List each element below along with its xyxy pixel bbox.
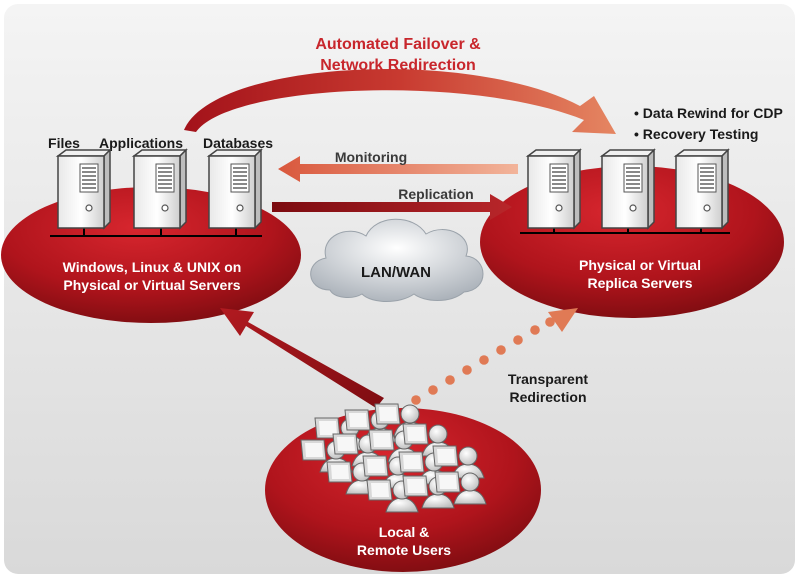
bullet-data-rewind: • Data Rewind for CDP (634, 105, 783, 121)
network-label: LAN/WAN (361, 264, 431, 281)
label-applications: Applications (99, 135, 183, 151)
users-label-line2: Remote Users (357, 542, 451, 558)
applications-server-icon (133, 149, 187, 229)
replica-server-icon-1 (527, 149, 581, 229)
bullet-recovery-testing: • Recovery Testing (634, 126, 758, 142)
source-servers-desc-line1: Windows, Linux & UNIX on (63, 259, 242, 275)
files-server-icon (57, 149, 111, 229)
redirect-label-line2: Redirection (509, 389, 586, 405)
users-label-line1: Local & (379, 524, 430, 540)
replica-server-icon-2 (601, 149, 655, 229)
cloud-icon (310, 218, 484, 302)
failover-title-line1: Automated Failover & (315, 36, 481, 53)
replica-servers-desc-line2: Replica Servers (587, 275, 692, 291)
transparent-redirection-dotted-arrow (411, 308, 578, 405)
replication-label: Replication (398, 186, 473, 202)
label-files: Files (48, 135, 80, 151)
label-databases: Databases (203, 135, 273, 151)
source-servers-desc-line2: Physical or Virtual Servers (63, 277, 240, 293)
replication-arrow (272, 194, 512, 220)
databases-server-icon (208, 149, 262, 229)
users-to-source-arrow (220, 308, 384, 408)
monitoring-label: Monitoring (335, 149, 407, 165)
monitoring-arrow (278, 156, 518, 182)
replica-server-icon-3 (675, 149, 729, 229)
redirect-label-line1: Transparent (508, 371, 588, 387)
failover-arc-arrow (184, 69, 616, 134)
failover-title-line2: Network Redirection (320, 57, 476, 74)
replica-servers-desc-line1: Physical or Virtual (579, 257, 701, 273)
